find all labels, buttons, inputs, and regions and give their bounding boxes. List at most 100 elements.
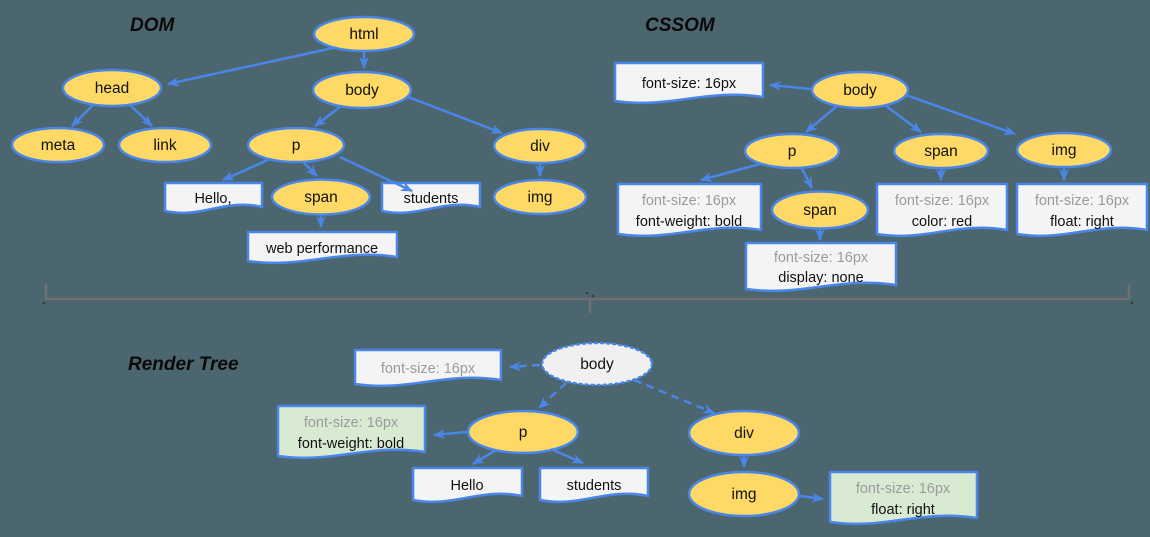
dom-textnode-students: students <box>380 181 482 215</box>
cssom-img-rule-line1: font-size: 16px <box>1035 193 1130 209</box>
dom-textnode-hello: Hello, <box>163 181 264 215</box>
cssom-img-rule-doc-shape <box>1015 182 1149 238</box>
render-node-img: img <box>687 470 801 518</box>
dom-node-div: div <box>492 127 588 165</box>
arrow-cssom-p-to-span-child <box>799 166 814 189</box>
arrow-cssom-body-to-p <box>805 105 838 133</box>
arrow-dom-body-to-div <box>407 95 503 135</box>
bracket-handle-dot <box>1130 301 1134 305</box>
render-node-body-label: body <box>580 356 614 373</box>
cssom-span-child-rule-line2: display: none <box>778 270 863 286</box>
arrow-dom-p-to-hello <box>222 157 271 182</box>
cssom-span-rule-line1: font-size: 16px <box>895 193 990 209</box>
dom-textnode-students-label: students <box>404 191 459 207</box>
dom-node-p-label: p <box>292 137 301 154</box>
render-node-div-label: div <box>734 425 754 442</box>
dom-node-body-label: body <box>345 82 379 99</box>
render-img-rule-line2: float: right <box>871 502 935 518</box>
cssom-span-child-rule-line1: font-size: 16px <box>774 250 869 266</box>
dom-node-head: head <box>61 68 163 108</box>
cssom-span-rule-line2: color: red <box>912 214 972 230</box>
dom-node-p: p <box>246 126 346 164</box>
dom-node-div-label: div <box>530 138 550 155</box>
hello-doc-shape <box>163 181 264 215</box>
render-body-rule-doc-shape <box>353 348 503 388</box>
cssom-p-rule-doc-shape <box>616 182 763 238</box>
arrow-cssom-p-to-rulebox <box>700 162 761 182</box>
render-img-rule-doc-shape <box>828 470 979 526</box>
render-students-doc-shape <box>538 466 650 504</box>
cssom-node-img: img <box>1015 131 1113 169</box>
cssom-node-span-child: span <box>770 190 870 230</box>
dom-node-span-label: span <box>304 189 338 206</box>
cssom-node-span-child-label: span <box>803 202 837 219</box>
cssom-node-img-label: img <box>1052 142 1077 159</box>
render-rulebox-img: font-size: 16px float: right <box>828 470 979 526</box>
render-textnode-students-label: students <box>567 478 622 494</box>
section-title-dom: DOM <box>130 15 176 36</box>
web-performance-doc-shape <box>246 230 399 265</box>
render-p-rule-line2: font-weight: bold <box>298 436 404 452</box>
arrow-render-body-to-p <box>538 382 567 409</box>
cssom-node-p-label: p <box>788 143 797 160</box>
dom-node-head-label: head <box>95 80 129 97</box>
render-hello-doc-shape <box>411 466 524 504</box>
cssom-img-rule-line2: float: right <box>1050 214 1114 230</box>
cssom-rulebox-span: font-size: 16px color: red <box>875 182 1009 238</box>
arrow-dom-p-to-students <box>339 155 413 193</box>
render-node-p-label: p <box>519 424 528 441</box>
arrow-dom-head-to-meta <box>71 103 95 127</box>
bracket-handle-dot <box>591 294 595 298</box>
cssom-node-span: span <box>892 132 990 170</box>
cssom-rulebox-body: font-size: 16px <box>613 61 765 105</box>
cssom-node-body: body <box>810 70 910 110</box>
dom-node-body: body <box>311 70 413 110</box>
cssom-body-rule-doc-shape <box>613 61 765 105</box>
render-p-rule-line1: font-size: 16px <box>304 415 399 431</box>
dom-textnode-hello-label: Hello, <box>194 191 231 207</box>
arrow-render-p-to-rulebox <box>433 429 468 439</box>
dom-node-meta-label: meta <box>41 137 76 154</box>
cssom-rulebox-span-child: font-size: 16px display: none <box>744 241 898 293</box>
render-rulebox-p: font-size: 16px font-weight: bold <box>276 404 427 460</box>
combine-bracket <box>42 284 1134 313</box>
render-node-img-label: img <box>732 486 757 503</box>
arrow-dom-html-to-head <box>167 46 334 87</box>
section-title-render-tree: Render Tree <box>128 354 239 375</box>
arrow-render-body-to-div <box>633 378 715 415</box>
cssom-rulebox-img: font-size: 16px float: right <box>1015 182 1149 238</box>
render-rulebox-body: font-size: 16px <box>353 348 503 388</box>
cssom-p-rule-line2: font-weight: bold <box>636 214 742 230</box>
cssom-body-rule-line1: font-size: 16px <box>642 76 737 92</box>
arrow-dom-head-to-link <box>128 103 153 127</box>
cssom-node-p: p <box>743 132 841 170</box>
cssom-rulebox-p: font-size: 16px font-weight: bold <box>616 182 763 238</box>
cssom-p-rule-line1: font-size: 16px <box>642 193 737 209</box>
dom-node-meta: meta <box>10 126 106 164</box>
cssom-node-body-label: body <box>843 82 877 99</box>
bracket-handle-dot <box>585 291 589 295</box>
cssom-node-span-label: span <box>924 143 958 160</box>
render-node-div: div <box>687 409 801 457</box>
section-title-cssom: CSSOM <box>645 15 716 36</box>
arrow-render-body-to-rulebox <box>509 361 541 372</box>
arrow-render-img-to-rulebox <box>799 492 824 503</box>
bracket-handle-dot <box>42 301 46 305</box>
arrow-dom-body-to-p <box>314 105 342 127</box>
arrow-render-p-to-students <box>550 447 584 465</box>
arrow-cssom-body-to-img <box>905 93 1016 136</box>
dom-node-img: img <box>492 178 588 216</box>
dom-textnode-web-performance: web performance <box>246 230 399 265</box>
dom-node-link-label: link <box>153 137 177 154</box>
dom-node-link: link <box>117 126 213 164</box>
render-body-rule-line1: font-size: 16px <box>381 361 476 377</box>
cssom-span-rule-doc-shape <box>875 182 1009 238</box>
render-img-rule-line1: font-size: 16px <box>856 481 951 497</box>
render-p-rule-doc-shape <box>276 404 427 460</box>
arrow-cssom-body-to-rulebox <box>769 81 812 92</box>
dom-node-span: span <box>270 178 372 216</box>
render-node-p: p <box>466 409 580 455</box>
arrow-render-p-to-hello <box>472 448 497 466</box>
render-textnode-hello-label: Hello <box>450 478 483 494</box>
